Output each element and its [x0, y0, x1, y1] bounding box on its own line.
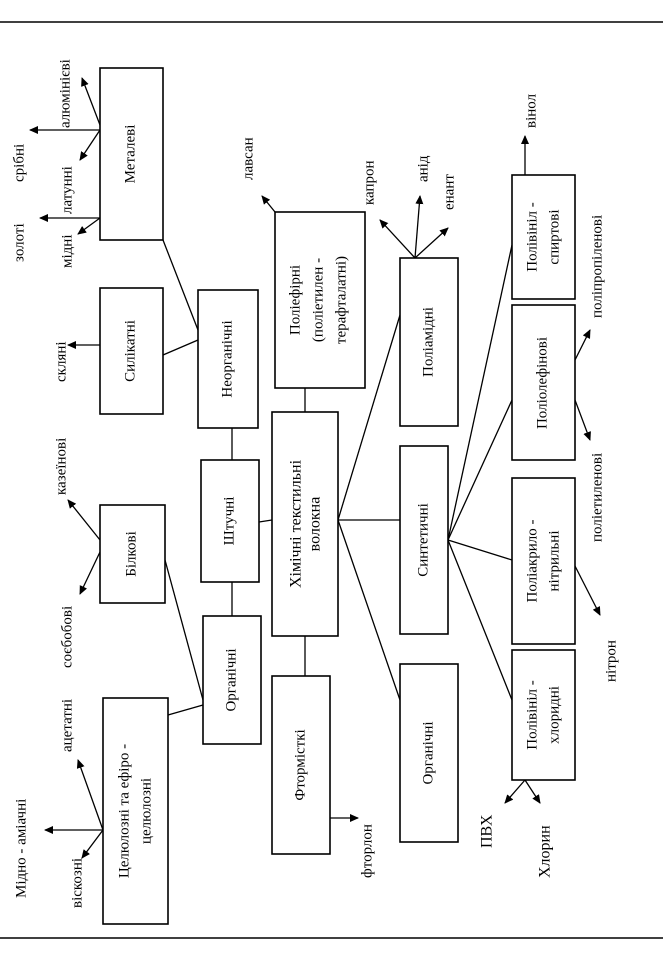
arrow-midni [77, 217, 101, 235]
edge-syn-pan [447, 539, 513, 561]
leaf-atsetatni: ацетатні [59, 699, 75, 752]
leaf-polipropilen: поліпропіленові [589, 215, 605, 318]
edge-neorg-metalevi [162, 239, 199, 331]
leaf-sribni: срібні [11, 144, 27, 182]
leaf-soievi: соєбобові [59, 606, 75, 668]
leaf-vinol: вінол [523, 93, 539, 128]
node-poliamidni: Поліамідні [399, 257, 459, 427]
node-neorg-label: Неорганічні [219, 320, 235, 397]
node-root: Хімічні текстильні волокна [271, 411, 339, 637]
node-bilkovi: Білкові [99, 504, 166, 604]
arrow-khlorin [524, 779, 541, 804]
node-root-line1: Хімічні текстильні [288, 459, 305, 588]
node-shtuchni-label: Штучні [221, 497, 237, 546]
node-poliefirni: Поліефірні (поліетилен - терафталатні) [274, 211, 366, 389]
node-ftormistki-label: Фтормісткі [292, 729, 308, 800]
node-org-shtuchni-label: Органічні [223, 648, 239, 711]
arrow-kapron [379, 219, 416, 259]
leaf-ftorlon: фторлон [359, 824, 375, 878]
edge-neorg-sylikatni [162, 339, 199, 356]
arrow-enant [414, 227, 449, 259]
leaf-lavsan: лавсан [240, 137, 256, 180]
node-pvkh-line2: хлоридні [546, 686, 562, 744]
node-neorg: Неорганічні [197, 289, 259, 429]
leaf-kazeinovi: казеїнові [53, 438, 69, 495]
node-syntetychni-label: Синтетичні [415, 503, 431, 577]
leaf-latunni: латунні [59, 166, 75, 214]
leaf-pvkh: ПВХ [479, 814, 496, 848]
node-pan-line2: нітрильні [546, 531, 562, 592]
node-sylikatni: Силікатні [99, 287, 164, 415]
node-org-shtuchni: Органічні [202, 615, 262, 745]
leaf-kapron: капрон [361, 160, 377, 205]
edge-root-organichni-syn [337, 519, 401, 701]
leaf-midno: Мідно - аміачні [13, 799, 29, 898]
leaf-khlorin: Хлорин [537, 825, 554, 878]
node-poliefirni-line1: Поліефірні [287, 265, 303, 335]
node-root-line2: волокна [307, 497, 324, 552]
node-syntetychni: Синтетичні [399, 445, 449, 635]
arrow-atsetatni [76, 759, 104, 831]
leaf-polietylen: поліетиленові [589, 453, 605, 542]
node-org-syntetychni-label: Органічні [420, 721, 436, 784]
arrow-latunni [79, 129, 101, 161]
leaf-aliuminii: алюмінієві [57, 59, 73, 128]
node-poliefirni-line3: терафталатні) [333, 256, 349, 344]
node-ftormistki: Фтормісткі [271, 675, 331, 855]
arrow-pvkh [504, 779, 526, 804]
node-pvkh: Полівініл - хлоридні [511, 649, 576, 781]
node-tselulozni-line1: Целюлозні та ефіро - [116, 744, 132, 878]
arrow-kazeinovi [67, 499, 101, 541]
edge-root-poliamidni [337, 314, 401, 521]
leaf-midni: мідні [59, 235, 75, 269]
edge-root-shtuchni [258, 519, 273, 523]
edge-org-bilkovi [164, 559, 204, 701]
leaf-viskozni: віскозні [69, 858, 85, 908]
node-pvkh-line1: Полівініл - [524, 680, 540, 749]
node-pvs: Полівініл - спиртові [511, 174, 576, 300]
arrow-polipropilen [574, 329, 591, 361]
node-pan-line1: Поліакрило - [524, 520, 540, 603]
node-poliamidni-label: Поліамідні [420, 307, 436, 377]
node-poliolef: Поліолефінові [511, 304, 576, 461]
node-poliefirni-line2: (поліетилен - [310, 258, 326, 342]
arrow-nitron [574, 565, 601, 616]
arrow-polietylen [574, 399, 591, 441]
node-tselulozni: Целюлозні та ефіро - целюлозні [102, 697, 169, 925]
node-pvs-line1: Полівініл - [524, 202, 540, 271]
node-bilkovi-label: Білкові [123, 531, 139, 577]
edge-syn-pvkh [447, 539, 513, 701]
leaf-zoloti: золоті [11, 223, 27, 262]
node-shtuchni: Штучні [200, 459, 260, 583]
leaf-nitron: нітрон [603, 640, 619, 682]
arrow-aliuminii [81, 77, 101, 126]
leaf-enant: енант [441, 174, 457, 210]
leaf-skliani: скляні [53, 341, 69, 382]
node-pvs-line2: спиртові [546, 209, 562, 264]
edge-syn-pvs [447, 244, 513, 541]
node-org-syntetychni: Органічні [399, 663, 459, 843]
arrow-soievi [79, 551, 101, 595]
node-poliolef-label: Поліолефінові [534, 337, 550, 429]
edge-syn-poliolef [447, 399, 513, 541]
arrow-anid [414, 195, 424, 259]
arrow-lavsan [261, 195, 276, 213]
node-tselulozni-line2: целюлозні [138, 778, 154, 844]
node-metalevi: Металеві [99, 67, 164, 241]
edge-org-tselulozni [167, 704, 204, 716]
node-metalevi-label: Металеві [122, 125, 138, 184]
leaf-anid: анід [415, 155, 431, 182]
arrow-viskozni [81, 829, 104, 859]
node-pan: Поліакрило - нітрильні [511, 477, 576, 645]
node-sylikatni-label: Силікатні [122, 320, 138, 382]
